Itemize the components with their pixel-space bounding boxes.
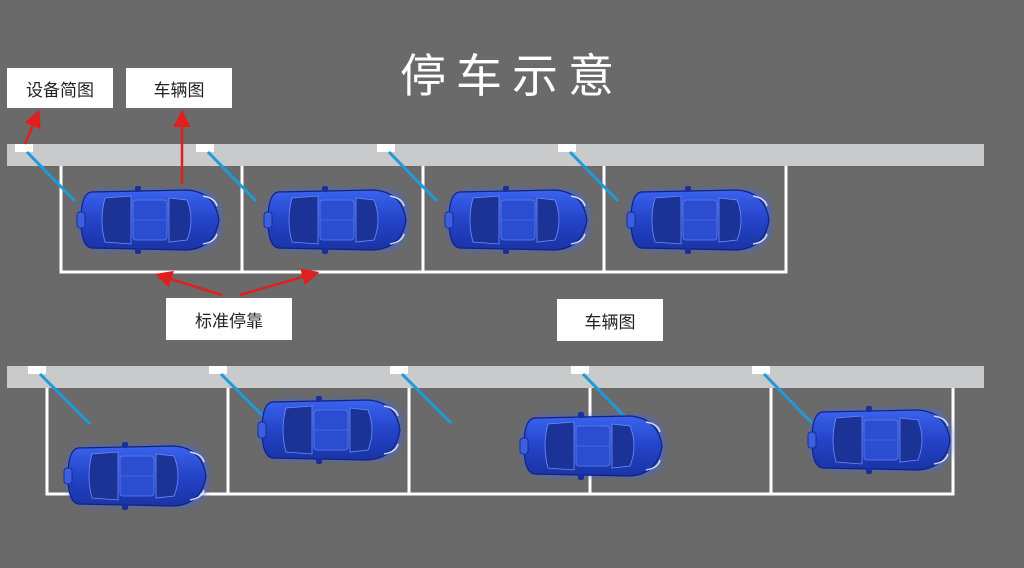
diagram-title: 停车示意	[400, 49, 624, 103]
upper-car-3	[445, 186, 589, 254]
lower-car-3	[520, 412, 664, 480]
lower-sensor-5	[752, 366, 770, 374]
upper-sensor-1	[15, 144, 33, 152]
lower-beam-5	[762, 372, 814, 425]
upper-beam-3	[387, 150, 439, 203]
upper-car-2	[264, 186, 408, 254]
device-arrow	[23, 109, 41, 145]
upper-sensor-2	[196, 144, 214, 152]
lower-curb	[7, 366, 984, 388]
upper-beam-4	[568, 150, 620, 203]
upper-curb	[7, 144, 984, 166]
upper-car-4	[627, 186, 771, 254]
standard-parking-arrow-right	[239, 268, 320, 297]
lower-sensor-1	[28, 366, 46, 374]
lower-sensor-4	[571, 366, 589, 374]
upper-sensor-4	[558, 144, 576, 152]
standard-parking-label: 标准停靠	[166, 298, 292, 340]
upper-sensor-3	[377, 144, 395, 152]
lower-car-1	[64, 442, 208, 510]
standard-parking-arrow-left	[154, 270, 223, 297]
upper-car-1	[77, 186, 221, 254]
lower-bay-lines	[45, 388, 955, 496]
lower-sensor-3	[390, 366, 408, 374]
lower-beam-2	[219, 372, 271, 424]
upper-beam-1	[25, 150, 77, 203]
lower-beam-3	[400, 372, 453, 425]
upper-beam-2	[206, 150, 258, 203]
lower-car-2	[258, 396, 402, 464]
lower-sensor-2	[209, 366, 227, 374]
lower-beam-1	[38, 372, 92, 426]
vehicle-diagram-label-top: 车辆图	[126, 68, 232, 108]
device-diagram-label: 设备简图	[7, 68, 113, 108]
vehicle-diagram-label-mid: 车辆图	[557, 299, 663, 341]
upper-bay-lines	[59, 166, 788, 274]
lower-car-4	[808, 406, 952, 474]
